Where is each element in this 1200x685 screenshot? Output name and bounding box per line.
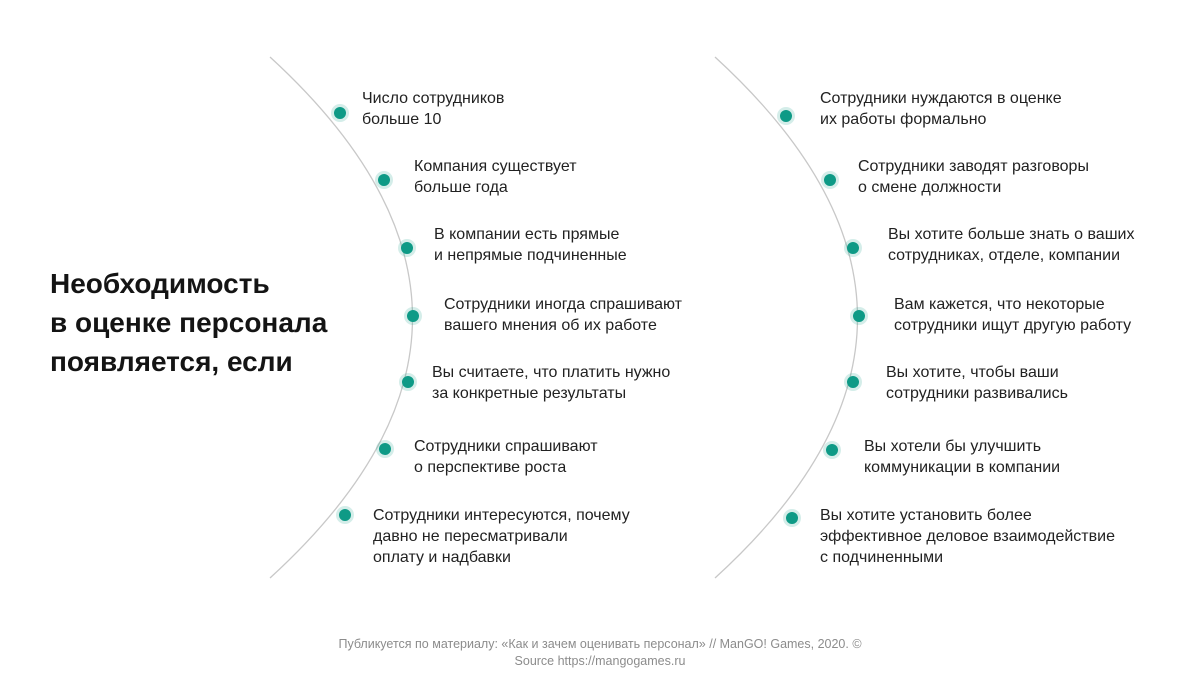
right-marker-dot-4 xyxy=(853,310,865,322)
left-item-2: Компания существует больше года xyxy=(414,158,577,196)
right-arc xyxy=(714,56,858,579)
left-item-1: Число сотрудников больше 10 xyxy=(362,90,505,128)
right-item-5: Вы хотите, чтобы ваши сотрудники развива… xyxy=(886,364,1068,402)
right-item-1: Сотрудники нуждаются в оценке их работы … xyxy=(820,90,1062,128)
left-marker-dot-2 xyxy=(378,174,390,186)
right-item-2: Сотрудники заводят разговоры о смене дол… xyxy=(858,158,1089,196)
left-item-3: В компании есть прямые и непрямые подчин… xyxy=(434,226,627,264)
right-item-4: Вам кажется, что некоторые сотрудники ищ… xyxy=(894,296,1132,334)
left-marker-dot-3 xyxy=(401,242,413,254)
page-title: Необходимость в оценке персонала появляе… xyxy=(50,268,328,377)
footer-citation: Публикуется по материалу: «Как и зачем о… xyxy=(338,637,862,651)
left-item-4: Сотрудники иногда спрашивают вашего мнен… xyxy=(444,296,683,334)
left-marker-dot-1 xyxy=(334,107,346,119)
right-marker-dot-1 xyxy=(780,110,792,122)
left-item-7: Сотрудники интересуются, почему давно не… xyxy=(373,507,630,566)
right-marker-dot-3 xyxy=(847,242,859,254)
footer-source: Source https://mangogames.ru xyxy=(514,654,686,668)
right-marker-dot-2 xyxy=(824,174,836,186)
left-marker-dot-6 xyxy=(379,443,391,455)
right-item-3: Вы хотите больше знать о ваших сотрудник… xyxy=(888,226,1135,264)
right-item-6: Вы хотели бы улучшить коммуникации в ком… xyxy=(864,438,1061,476)
source-footer: Публикуется по материалу: «Как и зачем о… xyxy=(0,636,1200,670)
right-marker-dot-7 xyxy=(786,512,798,524)
left-item-6: Сотрудники спрашивают о перспективе рост… xyxy=(414,438,598,476)
left-marker-dot-4 xyxy=(407,310,419,322)
right-item-7: Вы хотите установить более эффективное д… xyxy=(820,507,1115,566)
left-item-5: Вы считаете, что платить нужно за конкре… xyxy=(432,364,671,402)
right-marker-dot-6 xyxy=(826,444,838,456)
left-marker-dot-5 xyxy=(402,376,414,388)
left-marker-dot-7 xyxy=(339,509,351,521)
right-marker-dot-5 xyxy=(847,376,859,388)
